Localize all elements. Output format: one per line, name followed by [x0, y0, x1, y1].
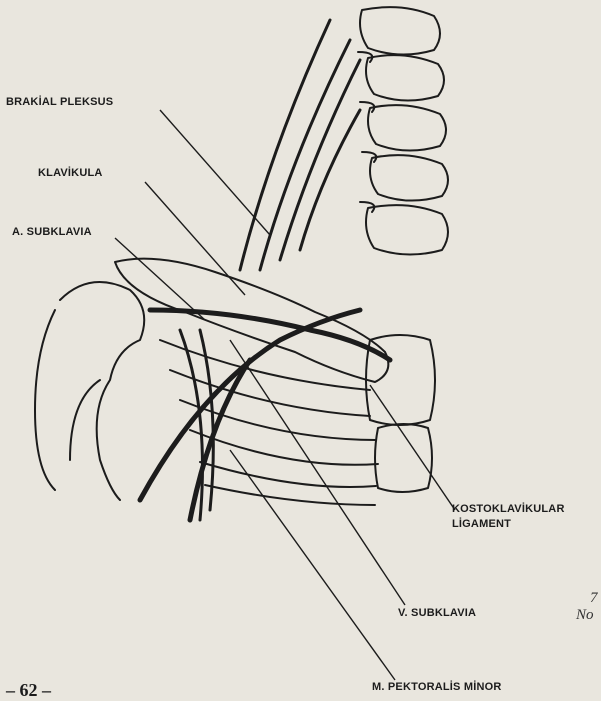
pectoralis-minor-label: M. PEKTORALİS MİNOR	[372, 681, 502, 693]
edge-text-1: 7	[590, 590, 598, 607]
brachial-plexus-label: BRAKİAL PLEKSUS	[6, 96, 113, 108]
costoclavicular-label-line2: LİGAMENT	[452, 518, 511, 530]
edge-text-2: No	[576, 607, 594, 624]
subclavian-vein-label: V. SUBKLAVIA	[398, 607, 476, 619]
clavicle-label: KLAVİKULA	[38, 167, 103, 179]
vertebrae	[358, 7, 448, 254]
subclavian-artery-label: A. SUBKLAVIA	[12, 226, 92, 238]
costoclavicular-label-line1: KOSTOKLAVİKULAR	[452, 503, 565, 515]
